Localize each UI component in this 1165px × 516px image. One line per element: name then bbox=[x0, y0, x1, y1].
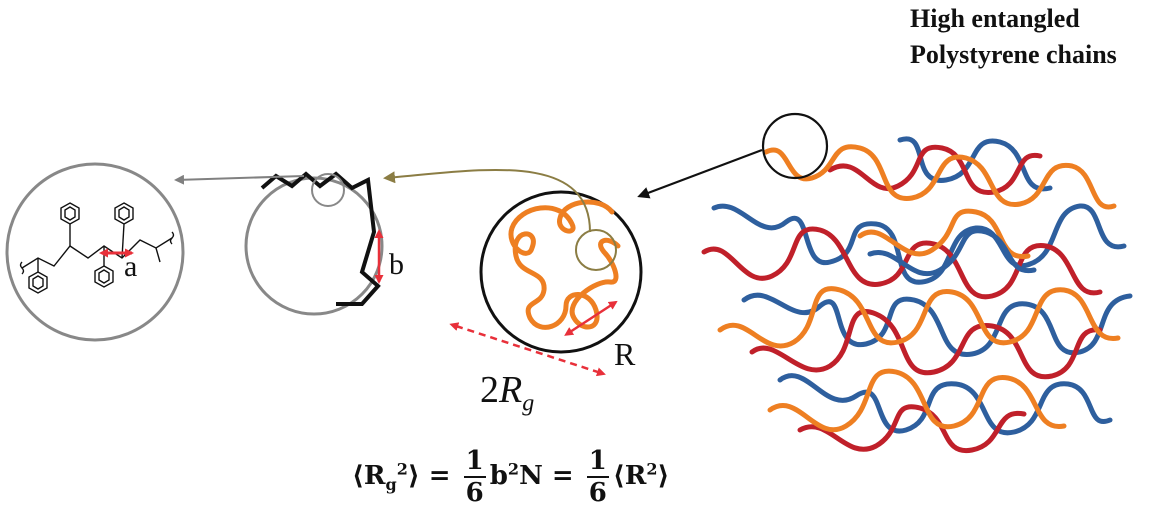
gyration-diameter-label: 2Rg bbox=[480, 368, 534, 418]
phenyl-ring-icon bbox=[60, 202, 80, 225]
eq-middle: b bbox=[489, 461, 508, 491]
zoom-circle bbox=[575, 229, 617, 271]
eq-frac2-num: 1 bbox=[586, 446, 609, 478]
eq-equals-2: = bbox=[551, 461, 574, 491]
eq-lhs-sup: 2 bbox=[396, 459, 408, 479]
segment-length-label: b bbox=[389, 248, 404, 281]
eq-frac1-num: 1 bbox=[463, 446, 486, 478]
segment-chain-circle bbox=[244, 171, 384, 316]
eq-frac2-den: 6 bbox=[588, 478, 607, 508]
single-chain-circle bbox=[449, 190, 643, 377]
eq-equals-1: = bbox=[428, 461, 451, 491]
zoom-circle bbox=[761, 112, 829, 180]
zoom-circle bbox=[311, 173, 345, 207]
figure-title-line1: High entangled bbox=[910, 4, 1080, 33]
eq-lhs-sub: g bbox=[385, 475, 397, 495]
eq-middle-sup: 2 bbox=[507, 459, 520, 479]
phenyl-ring-icon bbox=[94, 265, 114, 288]
eq-rhs: ⟨R bbox=[612, 461, 647, 491]
gyration-symbol: R bbox=[499, 369, 523, 411]
phenyl-ring-icon bbox=[114, 202, 134, 225]
gyration-two: 2 bbox=[480, 369, 499, 411]
monomer-structure-circle bbox=[5, 162, 185, 342]
zoom-arrow-gray bbox=[174, 174, 305, 185]
end-to-end-label: R bbox=[614, 336, 636, 372]
eq-frac1-den: 6 bbox=[465, 478, 484, 508]
eq-lhs: ⟨R bbox=[352, 461, 386, 491]
zoom-arrow-black bbox=[637, 148, 763, 199]
gyration-subscript: g bbox=[522, 390, 535, 417]
entangled-chains bbox=[701, 136, 1133, 454]
figure-title-line2: Polystyrene chains bbox=[910, 40, 1117, 69]
eq-middle-tail: N bbox=[519, 461, 543, 491]
phenyl-ring-icon bbox=[28, 271, 48, 294]
monomer-length-label: a bbox=[124, 250, 138, 283]
kuhn-segment-chain bbox=[260, 171, 381, 306]
eq-rhs-sup: 2 bbox=[646, 459, 658, 479]
zoom-arrow-olive bbox=[383, 168, 591, 233]
eq-lhs-close: ⟩ bbox=[407, 461, 420, 491]
gyration-diameter-arrow bbox=[449, 322, 606, 377]
single-orange-chain bbox=[508, 199, 621, 330]
eq-rhs-close: ⟩ bbox=[657, 461, 670, 491]
